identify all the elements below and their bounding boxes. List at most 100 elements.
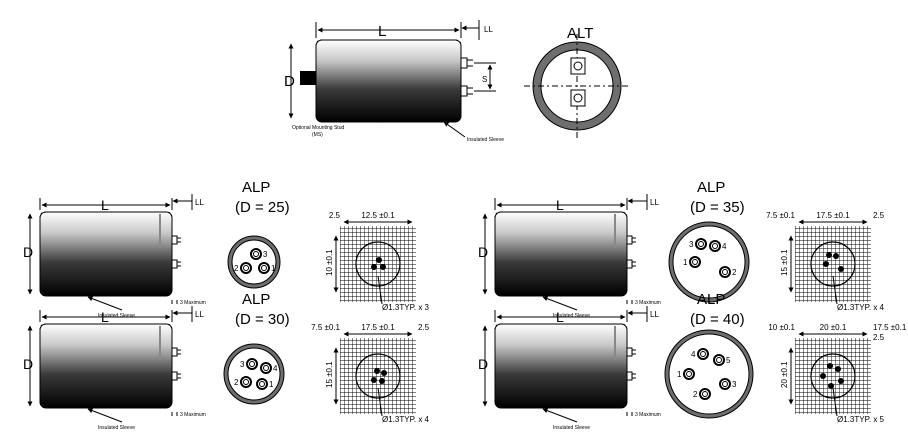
pin-number: 3	[263, 250, 268, 259]
pin-number: 4	[722, 242, 727, 251]
grid-top-dim: 12.5 ±0.1	[361, 211, 395, 220]
hole-typ-label: Ø1.3TYP. x 4	[382, 415, 430, 424]
pin-number: 3	[689, 240, 694, 249]
hole-typ-label: Ø1.3TYP. x 5	[837, 415, 885, 424]
diameter-label: (D = 35)	[690, 199, 745, 216]
grid-right-dim: 2.5	[418, 323, 430, 332]
D-label: D	[23, 244, 33, 260]
LL-label: LL	[195, 310, 204, 319]
pcb-layout: 2.5 12.5 ±0.1 10 ±0.1Ø1.3TYP. x 3	[325, 211, 430, 312]
pcb-hole	[827, 363, 833, 369]
pin-number: 3	[732, 380, 737, 389]
pcb-hole	[826, 252, 832, 258]
pcb-hole	[835, 366, 841, 372]
grid-top-dim: 17.5 ±0.1	[361, 323, 395, 332]
series-label: ALP	[242, 179, 270, 196]
pcb-hole	[838, 266, 844, 272]
top-S-label: S	[482, 75, 487, 84]
capacitor-body	[39, 211, 173, 297]
pin-number: 5	[726, 356, 731, 365]
top-end-view: ALT	[524, 25, 630, 138]
series-label: ALP	[242, 291, 270, 308]
maximum-label: 3 Maximum	[635, 412, 661, 418]
pin-number: 4	[691, 350, 696, 359]
pcb-hole	[374, 368, 380, 374]
grid-side-dim: 15 ±0.1	[780, 249, 789, 276]
end-view: 1 2 3 4 5	[664, 329, 754, 419]
mounting-stud-label: Optional Mounting Stud	[292, 125, 344, 131]
grid-left-dim: 10 ±0.1	[768, 323, 795, 332]
pcb-hole	[371, 377, 377, 383]
pin-number: 2	[234, 378, 239, 387]
grid-left-dim: 7.5 ±0.1	[766, 211, 795, 220]
capacitor-body	[494, 211, 628, 297]
pcb-layout: 7.5 ±0.1 17.5 ±0.1 2.5 15 ±0.1Ø1.3TYP. x 4	[766, 211, 885, 312]
pin-number: 3	[240, 360, 245, 369]
D-label: D	[23, 356, 33, 372]
diameter-label: (D = 40)	[690, 311, 745, 328]
pcb-hole	[380, 264, 386, 270]
pcb-hole	[820, 373, 826, 379]
pin-number: 2	[234, 264, 239, 273]
maximum-label: 3 Maximum	[180, 300, 206, 306]
series-label: ALP	[697, 179, 725, 196]
series-label: ALP	[697, 291, 725, 308]
pcb-hole	[381, 370, 387, 376]
grid-right-dim: 2.5	[873, 211, 885, 220]
pin-number: 1	[677, 370, 682, 379]
grid-top-dim: 20 ±0.1	[820, 323, 847, 332]
capacitor-body	[39, 323, 173, 409]
L-label: L	[556, 309, 564, 325]
grid-side-dim: 20 ±0.1	[780, 361, 789, 388]
L-label: L	[101, 197, 109, 213]
top-L-label: L	[378, 23, 386, 40]
pcb-hole	[371, 264, 377, 270]
sleeve-label: Insulated Sleeve	[98, 425, 135, 431]
grid-top-dim: 17.5 ±0.1	[816, 211, 850, 220]
top-series-label: ALT	[567, 25, 593, 42]
pcb-hole	[828, 383, 834, 389]
pin-number: 2	[732, 268, 737, 277]
LL-label: LL	[195, 198, 204, 207]
grid-right-dim: 17.5 ±0.1	[873, 323, 907, 332]
capacitor-body	[494, 323, 628, 409]
D-label: D	[478, 356, 488, 372]
mounting-stud	[300, 71, 316, 85]
pin-number: 2	[693, 390, 698, 399]
hole-typ-label: Ø1.3TYP. x 3	[382, 303, 430, 312]
diameter-label: (D = 25)	[235, 199, 290, 216]
top-sleeve-label: Insulated Sleeve	[467, 137, 504, 143]
pin-number: 1	[269, 380, 274, 389]
grid-left-dim: 7.5 ±0.1	[311, 323, 340, 332]
D-label: D	[478, 244, 488, 260]
ms-label: (MS)	[312, 132, 323, 138]
hole-typ-label: Ø1.3TYP. x 4	[837, 303, 885, 312]
pin-number: 4	[273, 364, 278, 373]
L-label: L	[101, 309, 109, 325]
pcb-hole	[833, 253, 839, 259]
end-view: 1 2 3 4	[668, 221, 750, 303]
end-view: 123	[227, 235, 281, 289]
LL-label: LL	[650, 198, 659, 207]
LL-label: LL	[650, 310, 659, 319]
maximum-label: 3 Maximum	[635, 300, 661, 306]
pcb-hole	[823, 261, 829, 267]
pcb-hole	[376, 257, 382, 263]
top-side-view: L LL D S Optional Mounting Stud (MS) Ins…	[284, 20, 504, 143]
end-view: 1 23 4	[223, 343, 285, 405]
pin-number: 1	[683, 258, 688, 267]
grid-left-dim: 2.5	[329, 211, 341, 220]
grid-side-dim: 10 ±0.1	[325, 249, 334, 276]
sleeve-label: Insulated Sleeve	[553, 425, 590, 431]
top-D-label: D	[284, 73, 295, 90]
pcb-hole	[379, 378, 385, 384]
pcb-hole	[838, 378, 844, 384]
maximum-label: 3 Maximum	[180, 412, 206, 418]
